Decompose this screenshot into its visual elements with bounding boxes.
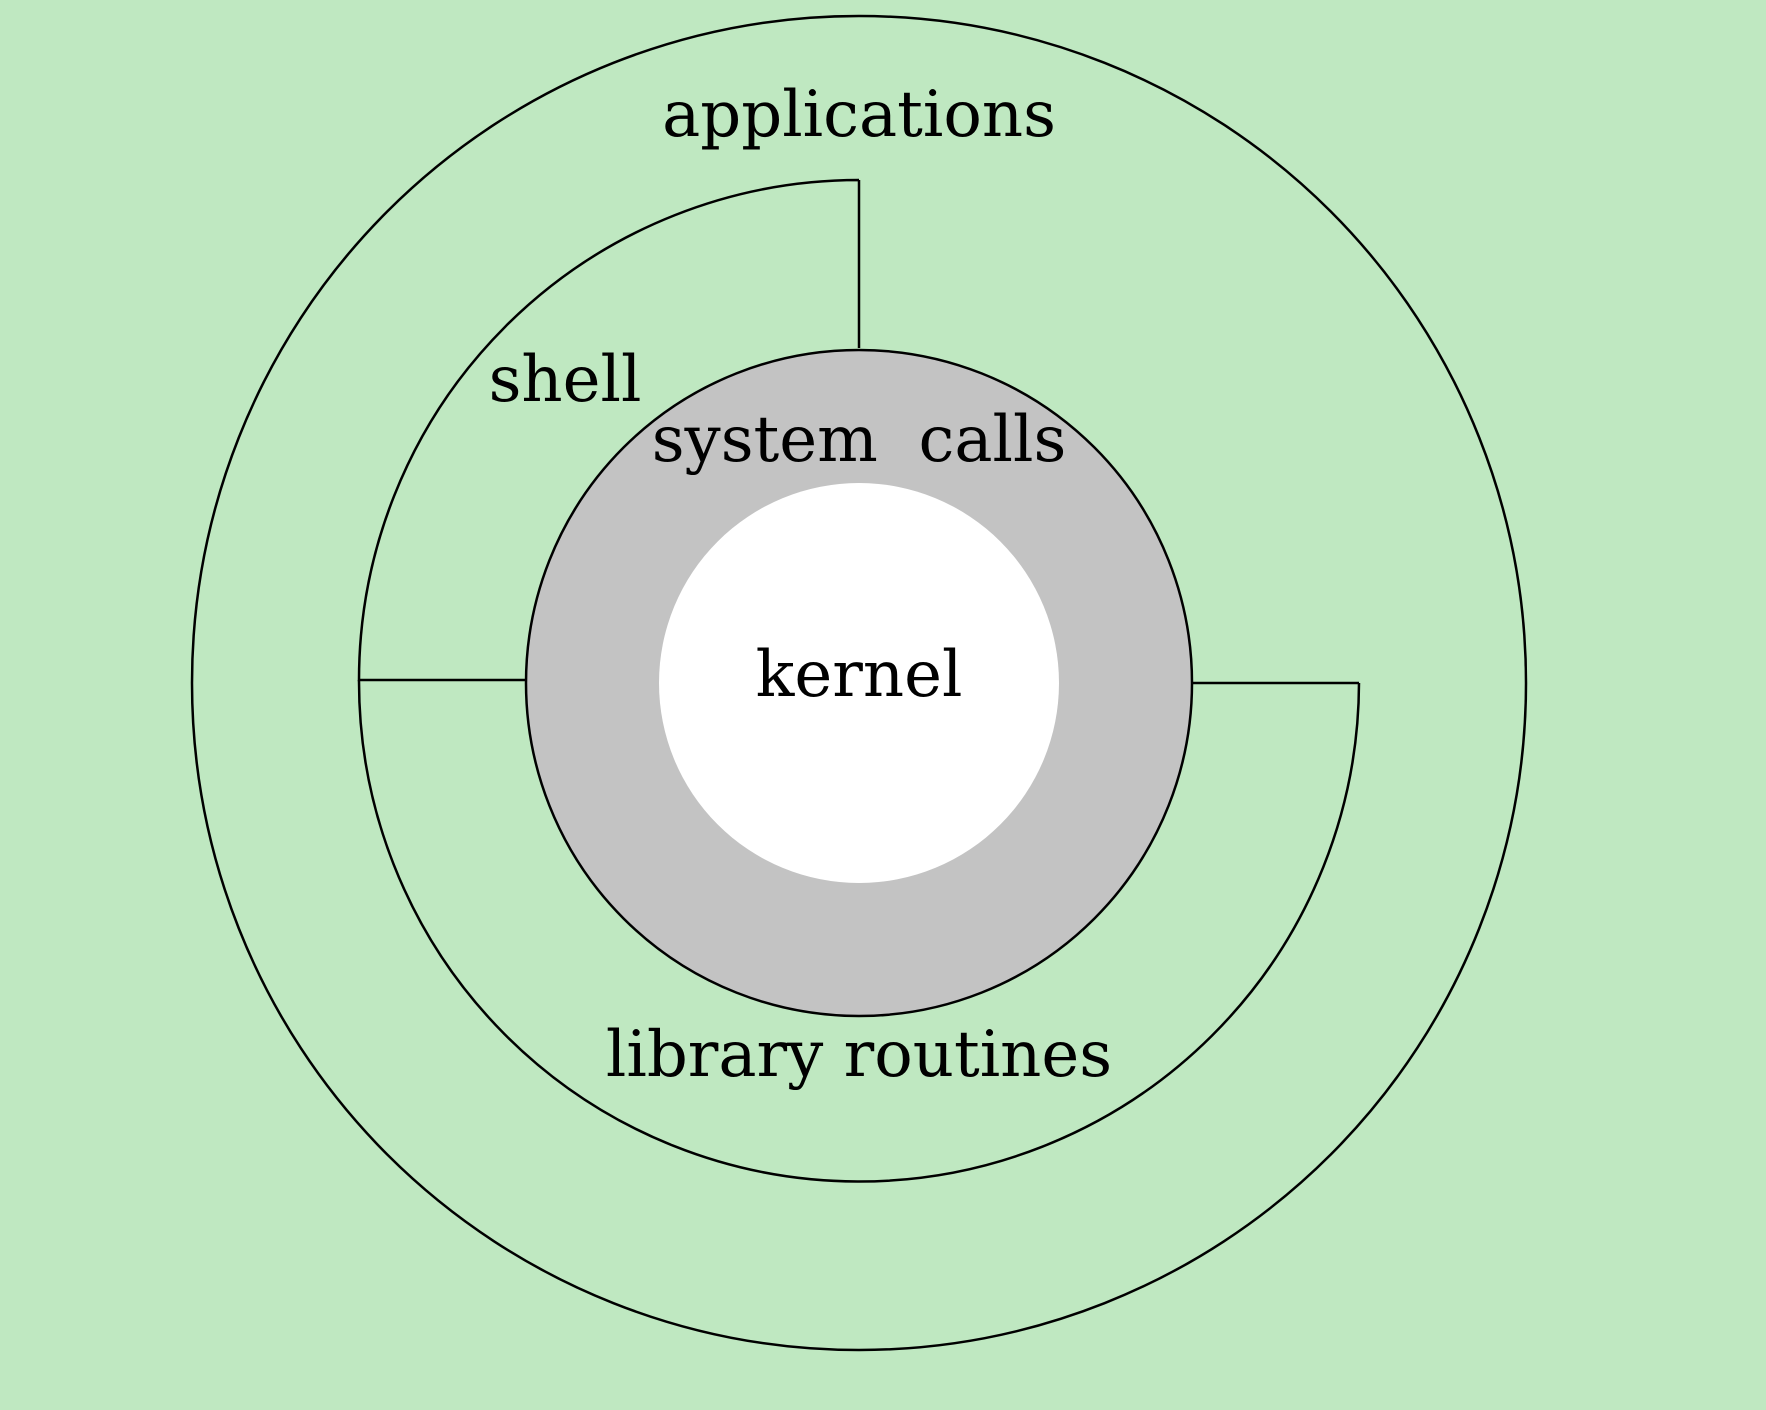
library-routines-label: library routines — [606, 1018, 1112, 1092]
applications-label: applications — [662, 78, 1056, 152]
shell-label: shell — [489, 343, 642, 417]
shell-segment — [357, 178, 861, 682]
library-routines-segment — [357, 679, 1361, 1183]
applications-circle — [190, 14, 1528, 1352]
system-calls-label: system calls — [652, 403, 1067, 477]
kernel-core — [659, 483, 1059, 883]
kernel-label: kernel — [756, 638, 963, 712]
